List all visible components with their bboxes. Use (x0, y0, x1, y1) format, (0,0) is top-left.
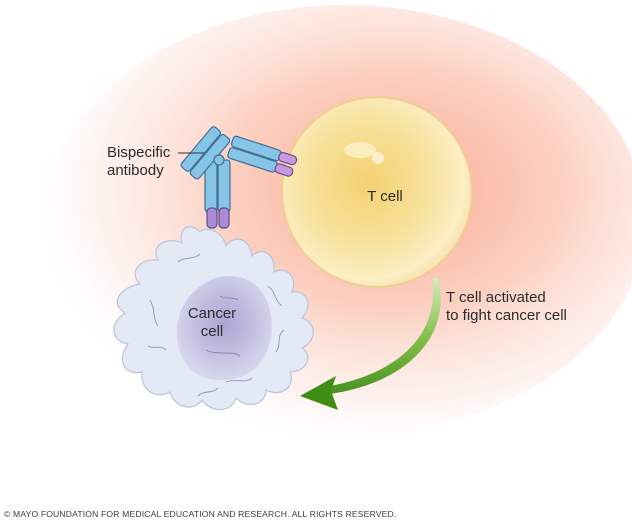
t-cell-label-text: T cell (367, 188, 403, 205)
cancer-cell-label: Cancer cell (172, 305, 252, 341)
t-cell-icon (281, 96, 473, 288)
bispecific-antibody-label: Bispecific antibody (107, 144, 170, 180)
activated-label-line-1: T cell activated (446, 289, 546, 306)
cancer-texture (147, 253, 285, 397)
cancer-label-line-2: cell (200, 323, 224, 340)
cancer-label-line-1: Cancer (187, 305, 237, 322)
cancer-nucleus (176, 276, 272, 381)
activated-label-line-2: to fight cancer cell (446, 307, 567, 324)
cancer-cell-icon (113, 226, 314, 411)
antibody-label-line-1: Bispecific (107, 144, 171, 161)
antibody-label-line-2: antibody (107, 162, 164, 179)
t-cell-label: T cell (355, 188, 415, 206)
copyright-notice: © MAYO FOUNDATION FOR MEDICAL EDUCATION … (4, 509, 397, 519)
curved-arrow-icon (300, 278, 441, 410)
t-cell-activated-label: T cell activated to fight cancer cell (446, 289, 567, 325)
antibody-icon (180, 126, 298, 229)
